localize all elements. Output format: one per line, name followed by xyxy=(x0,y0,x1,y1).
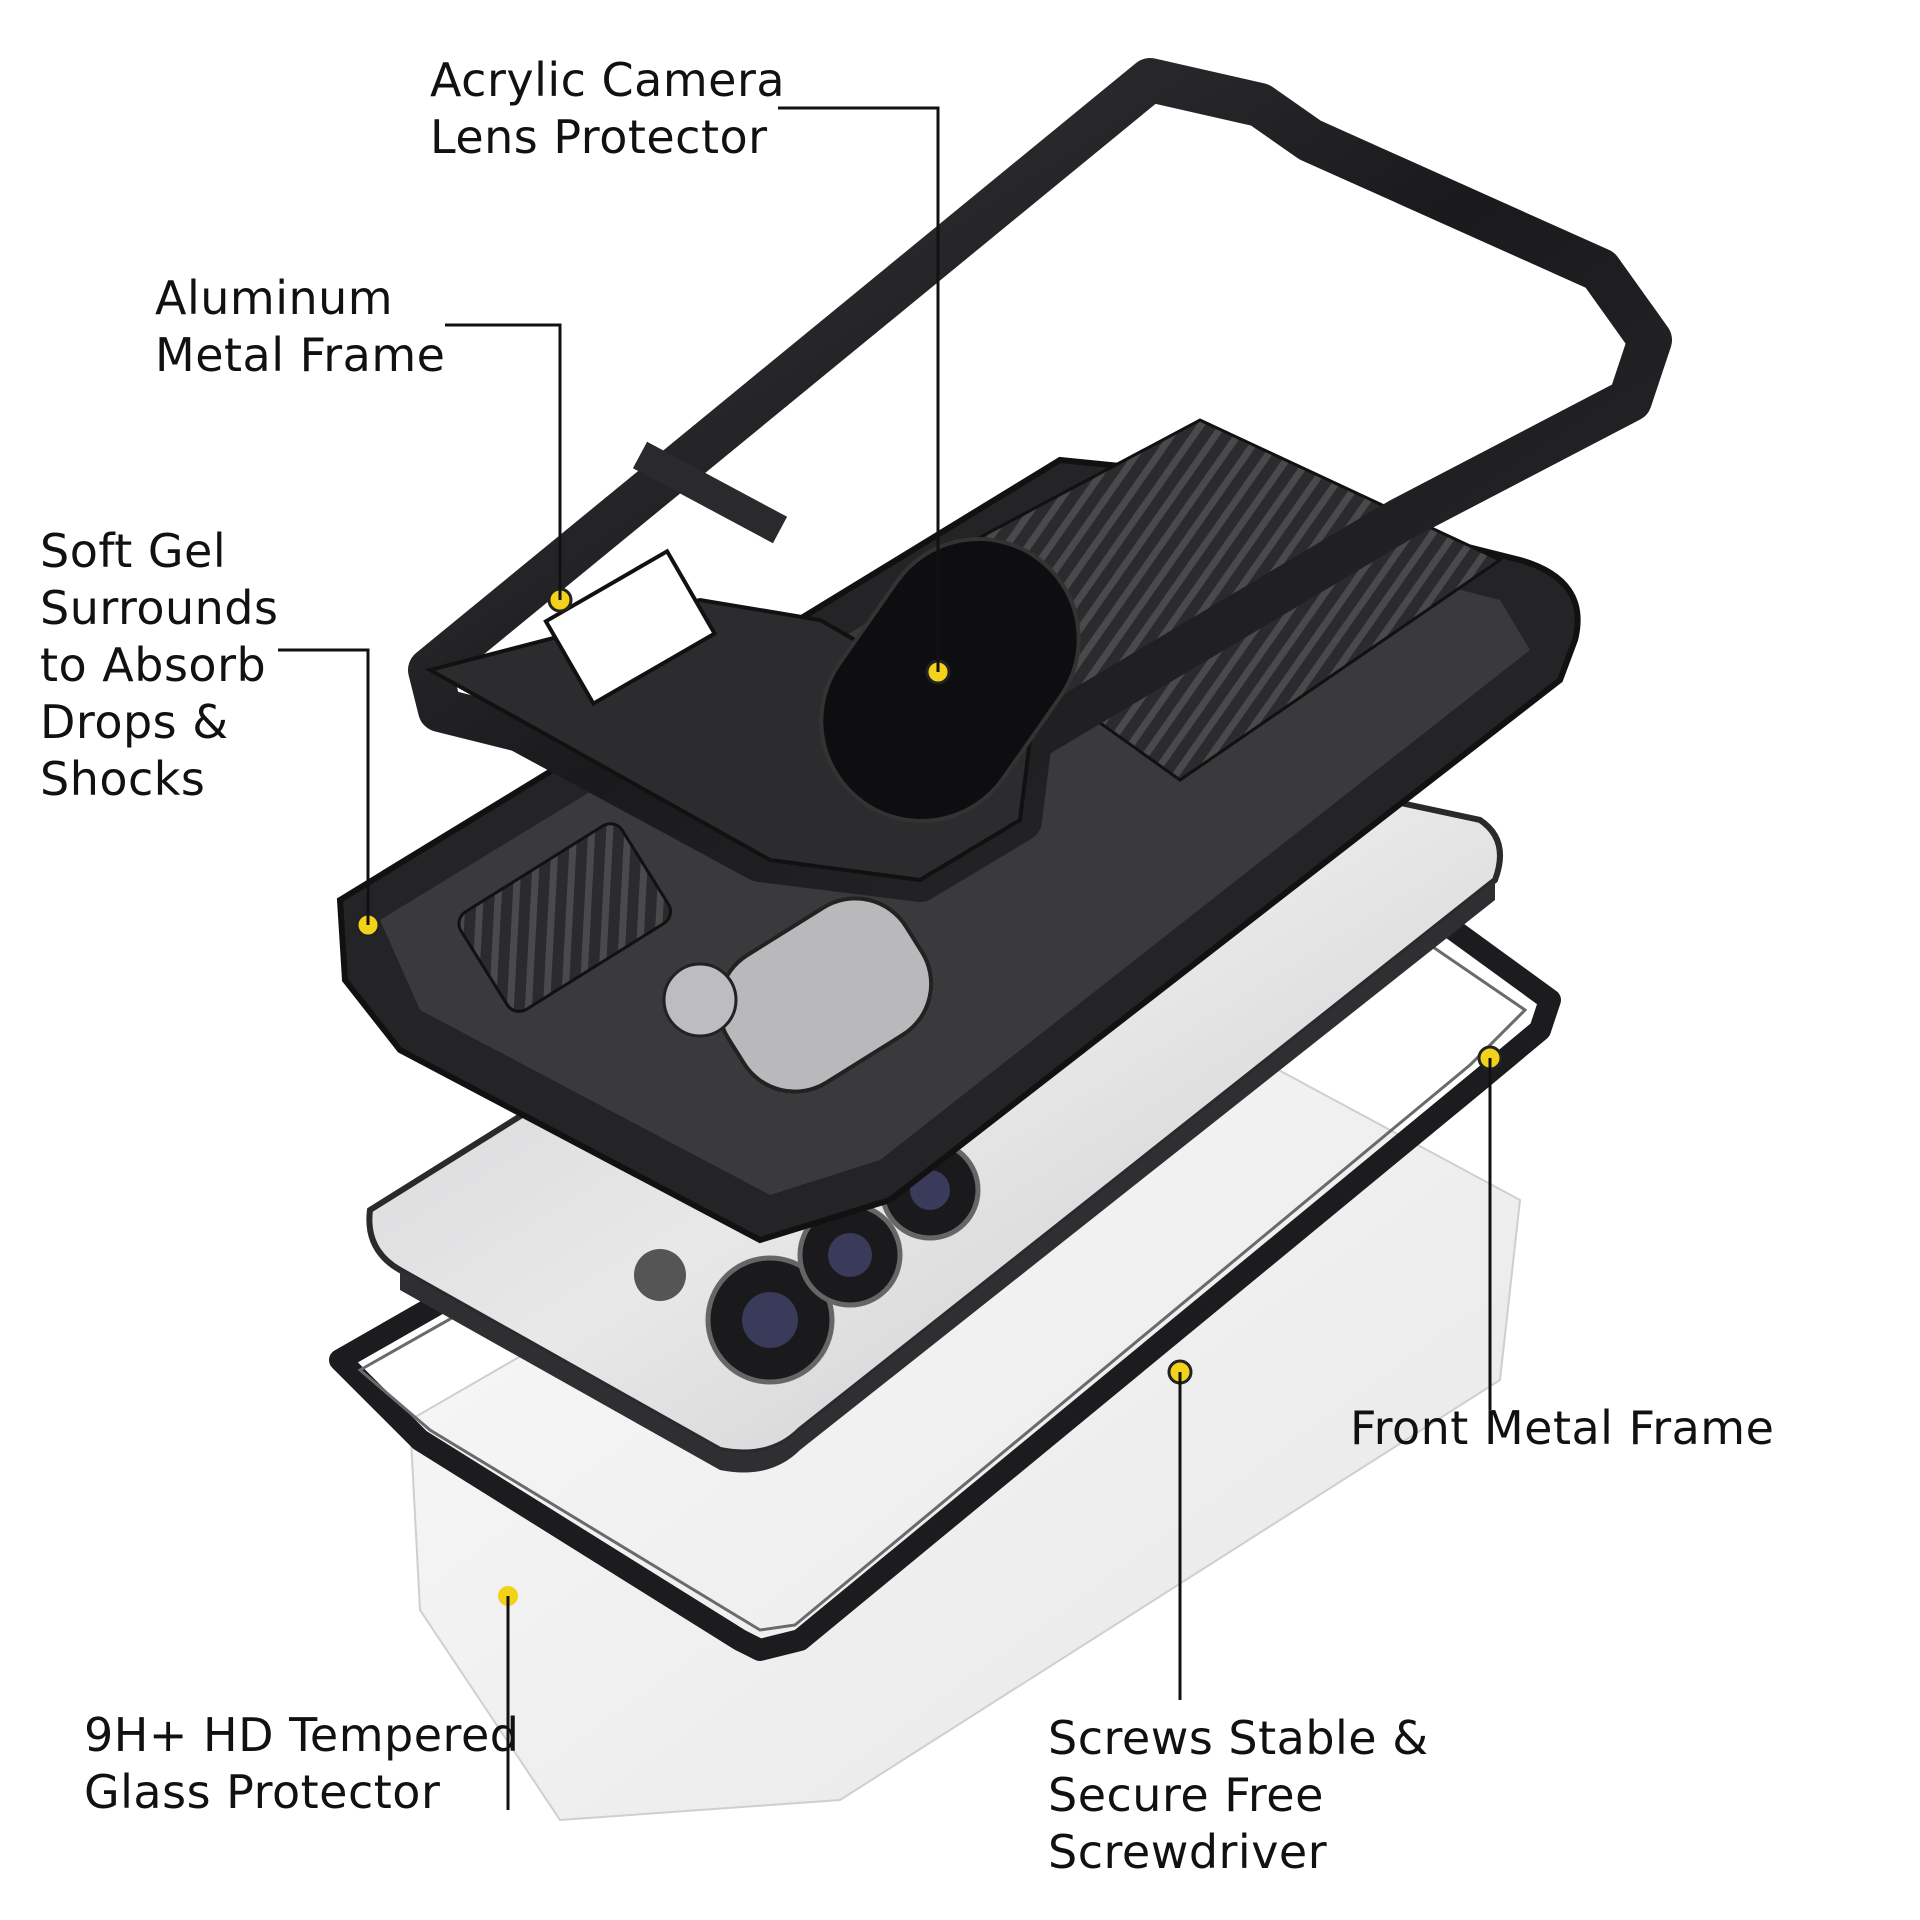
callout-line: Aluminum xyxy=(155,271,394,325)
leader-soft-gel xyxy=(278,648,370,925)
callout-line: Screws Stable & xyxy=(1048,1711,1429,1765)
callout-line: Lens Protector xyxy=(430,110,768,164)
callout-soft-gel: Soft Gel Surrounds to Absorb Drops & Sho… xyxy=(40,523,278,808)
callout-line: Secure Free xyxy=(1048,1768,1324,1822)
callout-line: Screwdriver xyxy=(1048,1825,1328,1879)
leader-aluminum-frame xyxy=(445,323,562,600)
callout-line: Glass Protector xyxy=(84,1765,441,1819)
callout-front-frame: Front Metal Frame xyxy=(1350,1400,1774,1457)
callout-acrylic-lens: Acrylic Camera Lens Protector xyxy=(430,52,785,166)
callout-tempered-glass: 9H+ HD Tempered Glass Protector xyxy=(84,1707,519,1821)
callout-line: Metal Frame xyxy=(155,328,446,382)
callout-line: to Absorb xyxy=(40,638,267,692)
callout-line: Acrylic Camera xyxy=(430,53,786,107)
callout-line: Soft Gel xyxy=(40,524,227,578)
callout-aluminum-frame: Aluminum Metal Frame xyxy=(155,270,445,384)
callout-screws: Screws Stable & Secure Free Screwdriver xyxy=(1048,1710,1429,1881)
aluminum-back-frame xyxy=(408,58,1672,902)
callout-line: 9H+ HD Tempered xyxy=(84,1708,520,1762)
callout-line: Front Metal Frame xyxy=(1350,1401,1775,1455)
callout-line: Shocks xyxy=(40,752,206,806)
callout-line: Drops & xyxy=(40,695,229,749)
leader-lines xyxy=(278,106,1492,1810)
leader-acrylic-lens xyxy=(778,106,940,672)
callout-line: Surrounds xyxy=(40,581,279,635)
